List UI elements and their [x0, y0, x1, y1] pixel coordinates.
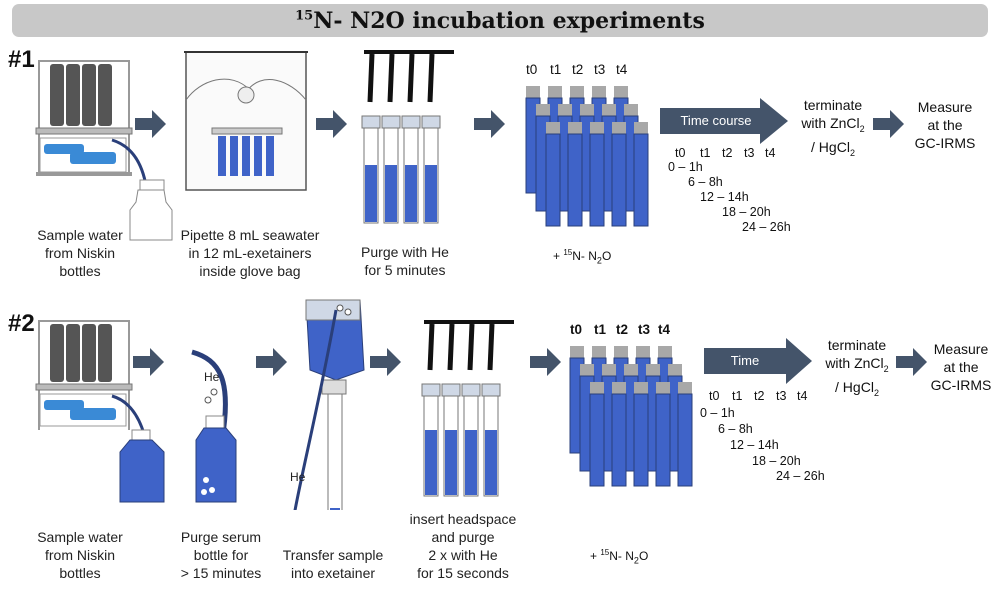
r1-interval-0: 0 – 1h [668, 160, 703, 174]
r2-tp-4: t4 [658, 322, 671, 337]
r2-he-label-1: He [204, 370, 220, 384]
exetainer-array-2-icon [569, 346, 693, 487]
r2-tracer-label: + 15N- N2O [590, 548, 649, 566]
r1-timecourse-arrow [660, 98, 788, 144]
r1-tp-4: t4 [616, 62, 628, 77]
row-1-flow-arrows [135, 110, 904, 138]
r2-interval-2: 12 – 14h [730, 438, 779, 452]
r1-tc-0: t0 [675, 146, 686, 160]
r1-timecourse-label: Time course [680, 112, 752, 128]
row-2-illustrations [35, 299, 927, 510]
r2-interval-3: 18 – 20h [752, 454, 801, 468]
r2-he-label-2: He [290, 470, 306, 484]
r2-interval-1: 6 – 8h [718, 422, 753, 436]
sample-bottle-icon [129, 179, 173, 241]
r1-interval-2: 12 – 14h [700, 190, 749, 204]
transfer-apparatus-icon [293, 299, 365, 510]
r1-tp-1: t1 [550, 62, 562, 77]
glove-bag-icon [184, 51, 308, 191]
r1-terminate-text: terminate with ZnCl2 / HgCl2 [801, 97, 865, 158]
r2-tc-1: t1 [732, 389, 743, 403]
r1-tc-3: t3 [744, 146, 755, 160]
title-bar: 15N- N2O incubation experiments [12, 4, 988, 37]
r1-tc-1: t1 [700, 146, 711, 160]
purge-vials-icon [361, 50, 454, 224]
diagram-title: 15N- N2O incubation experiments [295, 7, 705, 34]
r2-tc-4: t4 [797, 389, 808, 403]
row-1-illustrations [35, 50, 904, 241]
r1-interval-1: 6 – 8h [688, 175, 723, 189]
r1-interval-3: 18 – 20h [722, 205, 771, 219]
purge-serum-bottle-icon [191, 349, 237, 503]
row-2-flow-arrows [133, 348, 927, 376]
r1-tc-4: t4 [765, 146, 776, 160]
serum-bottle-icon [119, 429, 165, 503]
run-1-label: #1 [8, 46, 35, 73]
r2-tp-3: t3 [638, 322, 651, 337]
r2-tc-0: t0 [709, 389, 720, 403]
r2-tp-2: t2 [616, 322, 629, 337]
niskin-rack-icon [35, 60, 150, 231]
exetainer-array-icon [525, 86, 649, 227]
purge-vials-2-icon [421, 320, 514, 497]
r2-interval-4: 24 – 26h [776, 469, 825, 483]
run-2-label: #2 [8, 310, 35, 337]
r1-interval-4: 24 – 26h [742, 220, 791, 234]
r1-tp-0: t0 [526, 62, 538, 77]
r1-tc-2: t2 [722, 146, 733, 160]
r2-measure-text: Measure at the GC-IRMS [930, 341, 992, 393]
r2-tp-0: t0 [570, 322, 583, 337]
niskin-rack-2-icon [35, 320, 154, 491]
r1-measure-text: Measure at the GC-IRMS [914, 99, 976, 151]
r2-tc-2: t2 [754, 389, 765, 403]
r2-terminate-text: terminate with ZnCl2 / HgCl2 [825, 337, 889, 398]
r2-tp-1: t1 [594, 322, 607, 337]
r2-interval-0: 0 – 1h [700, 406, 735, 420]
r2-timecourse-arrow [704, 338, 812, 384]
r1-tp-3: t3 [594, 62, 606, 77]
r2-tc-3: t3 [776, 389, 787, 403]
r1-tracer-label: + 15N- N2O [553, 248, 612, 266]
r1-tp-2: t2 [572, 62, 584, 77]
r2-timecourse-label: Time [730, 352, 760, 368]
